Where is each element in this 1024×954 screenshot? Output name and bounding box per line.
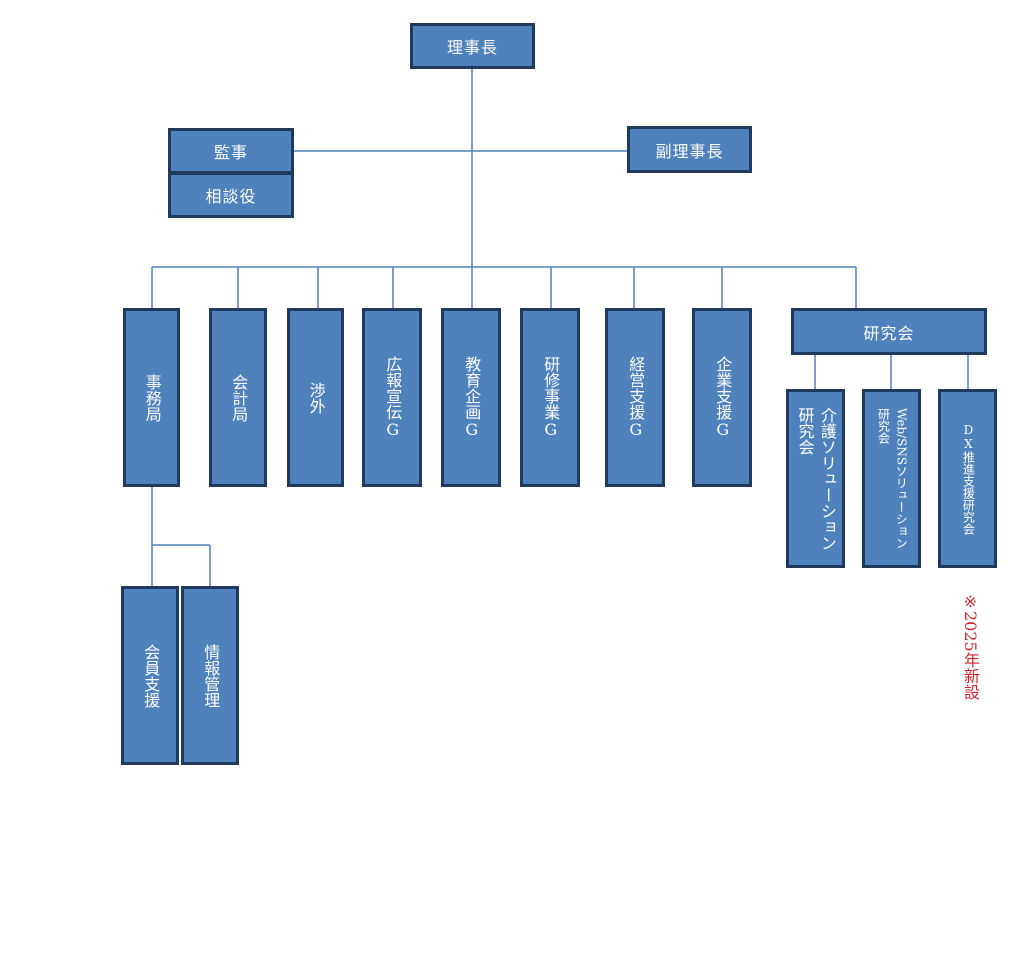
web-sns-solution-box: Web/SNSソリューション 研究会 (862, 389, 921, 568)
accounting-label: 会計局 (229, 373, 249, 422)
enterprise-support-group-label: 企業支援G (713, 356, 733, 439)
new-establishment-note: ※2025年新設 (961, 592, 980, 700)
study-group-box: 研究会 (791, 308, 987, 355)
care-solution-text: 介護ソリューション 研究会 (795, 406, 837, 551)
advisor-label: 相談役 (205, 187, 257, 206)
training-group-label: 研修事業G (541, 356, 561, 439)
education-group-label: 教育企画G (462, 356, 482, 439)
management-support-group-box: 経営支援G (605, 308, 665, 487)
training-group-box: 研修事業G (520, 308, 580, 487)
vice-chairman-box: 副理事長 (627, 126, 752, 173)
member-support-box: 会員支援 (121, 586, 179, 765)
web-sns-solution-text: Web/SNSソリューション 研究会 (876, 407, 909, 550)
care-solution-line2: 研究会 (795, 406, 815, 455)
advisor-box: 相談役 (168, 172, 294, 218)
auditor-box: 監事 (168, 128, 294, 174)
dx-promotion-label: DX推進支援研究会 (961, 422, 976, 535)
pr-group-box: 広報宣伝G (362, 308, 422, 487)
vice-chairman-label: 副理事長 (655, 141, 724, 161)
study-group-label: 研究会 (863, 323, 915, 343)
pr-group-label: 広報宣伝G (383, 356, 403, 439)
info-management-box: 情報管理 (181, 586, 239, 765)
education-group-box: 教育企画G (441, 308, 501, 487)
chairman-box: 理事長 (410, 23, 535, 69)
care-solution-line1: 介護ソリューション (817, 406, 837, 551)
web-sns-line2: 研究会 (876, 407, 891, 444)
web-sns-line1: Web/SNSソリューション (894, 407, 909, 550)
secretariat-box: 事務局 (123, 308, 180, 487)
external-relations-box: 渉外 (287, 308, 344, 487)
auditor-label: 監事 (213, 143, 248, 162)
external-relations-label: 渉外 (306, 381, 326, 414)
enterprise-support-group-box: 企業支援G (692, 308, 752, 487)
management-support-group-label: 経営支援G (626, 356, 646, 439)
dx-promotion-box: DX推進支援研究会 (938, 389, 997, 568)
member-support-label: 会員支援 (141, 643, 161, 708)
secretariat-label: 事務局 (142, 373, 162, 422)
info-management-label: 情報管理 (201, 643, 221, 708)
chairman-label: 理事長 (446, 38, 498, 57)
care-solution-box: 介護ソリューション 研究会 (786, 389, 845, 568)
accounting-box: 会計局 (209, 308, 267, 487)
